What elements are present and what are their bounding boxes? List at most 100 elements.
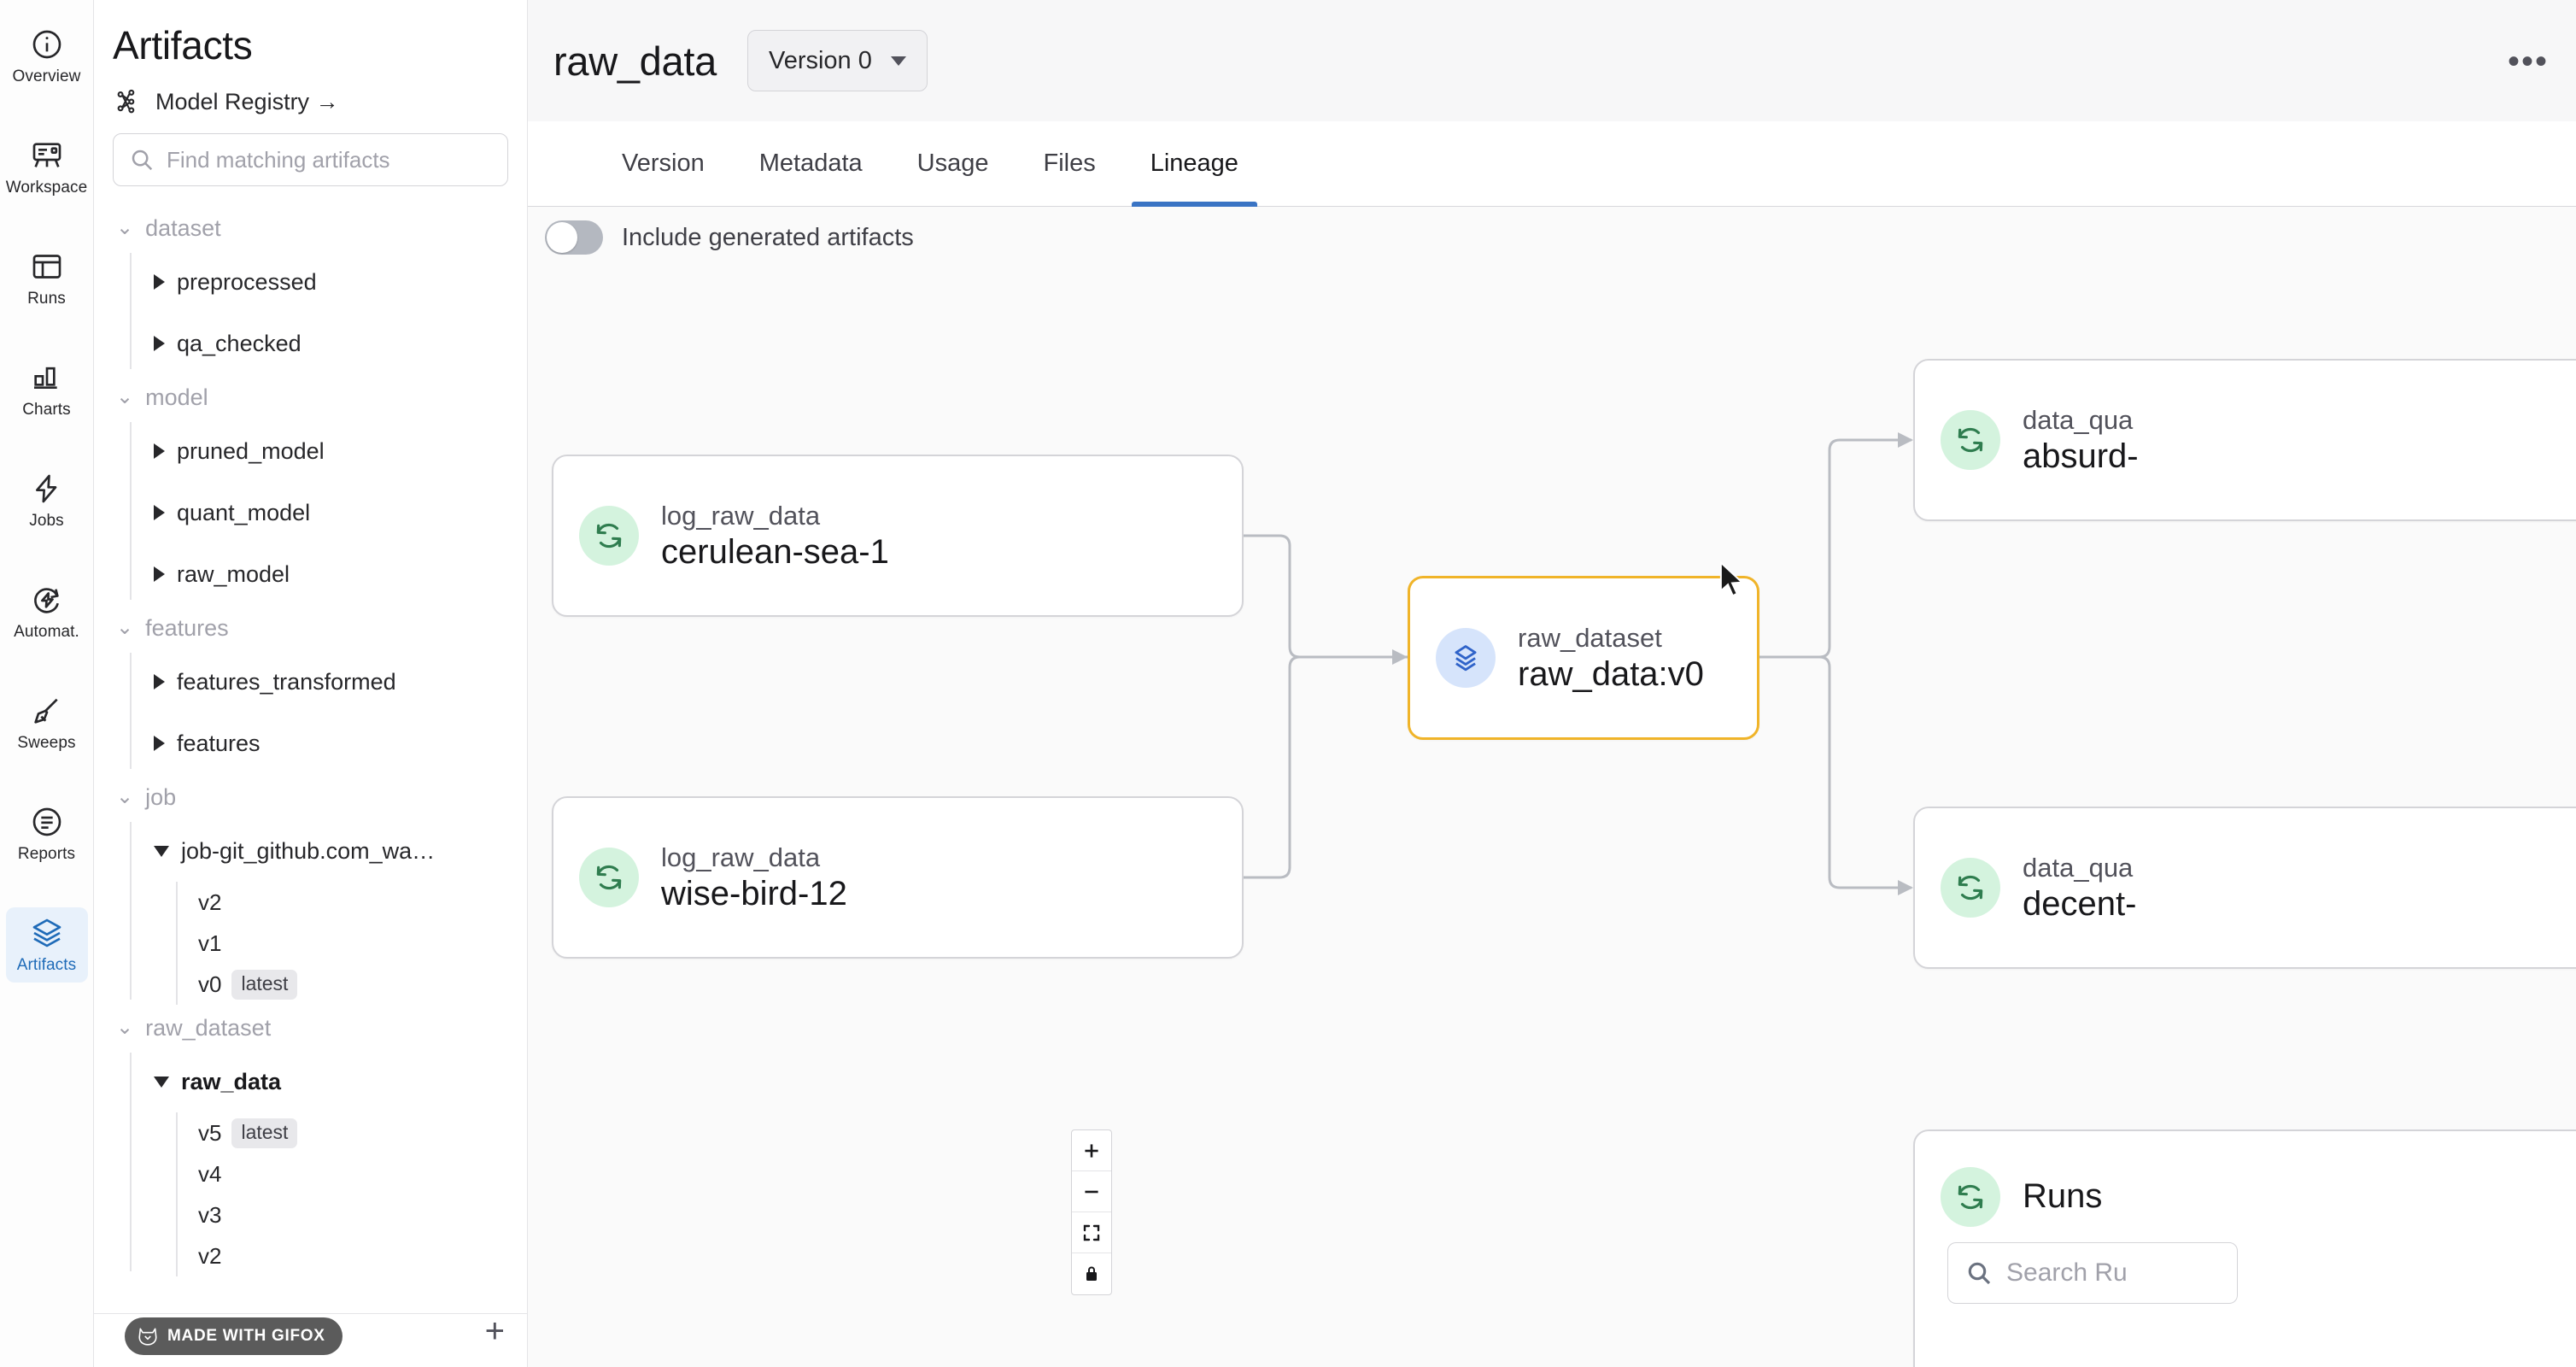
nav-item-sweeps[interactable]: Sweeps	[6, 685, 88, 760]
chevron-right-icon	[154, 566, 165, 582]
tab-usage[interactable]: Usage	[890, 121, 1016, 206]
model-registry-link[interactable]: Model Registry →	[94, 68, 527, 116]
run-badge	[579, 506, 639, 566]
nav-label-sweeps: Sweeps	[17, 733, 76, 752]
version-label: v3	[198, 1201, 222, 1228]
overflow-menu-button[interactable]: •••	[2507, 43, 2549, 80]
tree-node-pruned-model[interactable]: pruned_model	[154, 420, 527, 482]
tree-node-preprocessed[interactable]: preprocessed	[154, 251, 527, 313]
tree-group-job[interactable]: ⌄ job	[94, 774, 527, 820]
tree-node-label: features	[177, 730, 261, 756]
toggle-label: Include generated artifacts	[622, 223, 914, 251]
nav-item-reports[interactable]: Reports	[6, 796, 88, 871]
run-refresh-icon	[596, 523, 622, 549]
tree-node-features-transformed[interactable]: features_transformed	[154, 651, 527, 713]
node-text: data_qua decent-	[2023, 853, 2136, 924]
tree-group-raw-dataset[interactable]: ⌄ raw_dataset	[94, 1005, 527, 1051]
tree-node-qa-checked[interactable]: qa_checked	[154, 313, 527, 374]
fit-screen-icon	[1083, 1224, 1100, 1241]
version-row[interactable]: v3	[198, 1194, 527, 1235]
nav-item-workspace[interactable]: Workspace	[6, 130, 88, 205]
artifact-title: raw_data	[553, 38, 717, 84]
chevron-right-icon	[154, 336, 165, 351]
model-registry-label: Model Registry →	[155, 88, 339, 114]
tree-group-model[interactable]: ⌄ model	[94, 374, 527, 420]
lineage-canvas[interactable]: Include generated artifacts	[528, 207, 2576, 1367]
version-row[interactable]: v1	[198, 923, 527, 964]
lineage-runs-panel[interactable]: Runs Search Ru	[1913, 1129, 2576, 1367]
gifox-watermark: MADE WITH GIFOX	[125, 1317, 342, 1355]
tab-label: Files	[1043, 150, 1096, 177]
tab-version[interactable]: Version	[594, 121, 732, 206]
node-type: data_qua	[2023, 852, 2134, 883]
node-type: raw_dataset	[1518, 622, 1662, 653]
include-generated-artifacts-toggle[interactable]	[545, 220, 603, 255]
nav-item-runs[interactable]: Runs	[6, 241, 88, 316]
add-artifact-button[interactable]: +	[484, 1312, 505, 1350]
panel-divider	[94, 1313, 527, 1314]
tree-node-raw-data[interactable]: raw_data	[154, 1051, 527, 1112]
lock-button[interactable]	[1072, 1253, 1111, 1294]
chevron-down-icon	[890, 56, 906, 66]
nav-item-artifacts[interactable]: Artifacts	[5, 907, 88, 983]
version-row[interactable]: v4	[198, 1153, 527, 1194]
version-label: v0	[198, 971, 222, 997]
lineage-node-absurd[interactable]: data_qua absurd-	[1913, 359, 2576, 521]
version-row[interactable]: v5 latest	[198, 1112, 527, 1153]
zoom-out-button[interactable]	[1072, 1171, 1111, 1212]
version-row[interactable]: v2	[198, 1235, 527, 1276]
node-text: log_raw_data cerulean-sea-1	[661, 501, 889, 572]
version-row[interactable]: v2	[198, 882, 527, 923]
tree-group-label: raw_dataset	[145, 1014, 272, 1041]
tree-node-label: preprocessed	[177, 268, 317, 295]
tree-node-label: job-git_github.com_wa…	[181, 837, 436, 864]
tree-children-features: features_transformed features	[130, 651, 527, 774]
fox-icon	[138, 1328, 157, 1346]
tab-label: Version	[622, 150, 705, 177]
tree-node-features[interactable]: features	[154, 713, 527, 774]
node-text: log_raw_data wise-bird-12	[661, 842, 847, 913]
nav-label-workspace: Workspace	[5, 178, 88, 197]
artifact-tabs: Version Metadata Usage Files Lineage	[528, 121, 2576, 207]
tree-children-raw-dataset: raw_data v5 latest v4 v3 v2	[130, 1051, 527, 1276]
tree-node-raw-model[interactable]: raw_model	[154, 543, 527, 605]
fit-view-button[interactable]	[1072, 1212, 1111, 1253]
tab-metadata[interactable]: Metadata	[732, 121, 890, 206]
search-input[interactable]	[167, 146, 492, 173]
run-badge	[1941, 410, 2000, 470]
runs-search-placeholder: Search Ru	[2006, 1258, 2128, 1287]
artifact-tree: ⌄ dataset preprocessed qa_checked ⌄ mode…	[94, 186, 527, 1276]
nav-item-charts[interactable]: Charts	[6, 352, 88, 427]
artifact-search[interactable]	[113, 133, 508, 186]
nav-item-automations[interactable]: Automat.	[6, 574, 88, 649]
lineage-node-wise-bird-12[interactable]: log_raw_data wise-bird-12	[552, 796, 1244, 959]
tab-files[interactable]: Files	[1016, 121, 1122, 206]
include-generated-artifacts-row: Include generated artifacts	[545, 220, 914, 255]
nav-item-overview[interactable]: Overview	[6, 19, 88, 94]
artifacts-panel: Artifacts Model Registry → ⌄ dataset	[94, 0, 528, 1367]
lineage-node-cerulean-sea-1[interactable]: log_raw_data cerulean-sea-1	[552, 455, 1244, 617]
chevron-down-icon: ⌄	[116, 216, 134, 239]
version-label: v5	[198, 1119, 222, 1146]
artifact-badge	[1436, 628, 1496, 688]
tab-lineage[interactable]: Lineage	[1123, 121, 1266, 207]
version-label: v4	[198, 1160, 222, 1187]
tree-node-quant-model[interactable]: quant_model	[154, 482, 527, 543]
lineage-node-raw-data-v0[interactable]: raw_dataset raw_data:v0	[1408, 576, 1759, 740]
tree-group-features[interactable]: ⌄ features	[94, 605, 527, 651]
tree-node-label: raw_model	[177, 560, 290, 587]
zoom-in-button[interactable]	[1072, 1130, 1111, 1171]
nav-item-jobs[interactable]: Jobs	[6, 463, 88, 538]
version-row[interactable]: v0 latest	[198, 964, 527, 1005]
runs-search-box[interactable]: Search Ru	[1947, 1242, 2238, 1304]
plus-icon	[1085, 1143, 1098, 1158]
tree-group-dataset[interactable]: ⌄ dataset	[94, 205, 527, 251]
zoom-controls	[1071, 1129, 1112, 1295]
info-circle-icon	[32, 30, 61, 58]
tab-label: Lineage	[1150, 150, 1238, 177]
version-selector[interactable]: Version 0	[746, 30, 928, 91]
tree-node-job-git[interactable]: job-git_github.com_wa…	[154, 820, 527, 882]
node-type: log_raw_data	[661, 842, 821, 872]
lineage-node-decent[interactable]: data_qua decent-	[1913, 807, 2576, 969]
